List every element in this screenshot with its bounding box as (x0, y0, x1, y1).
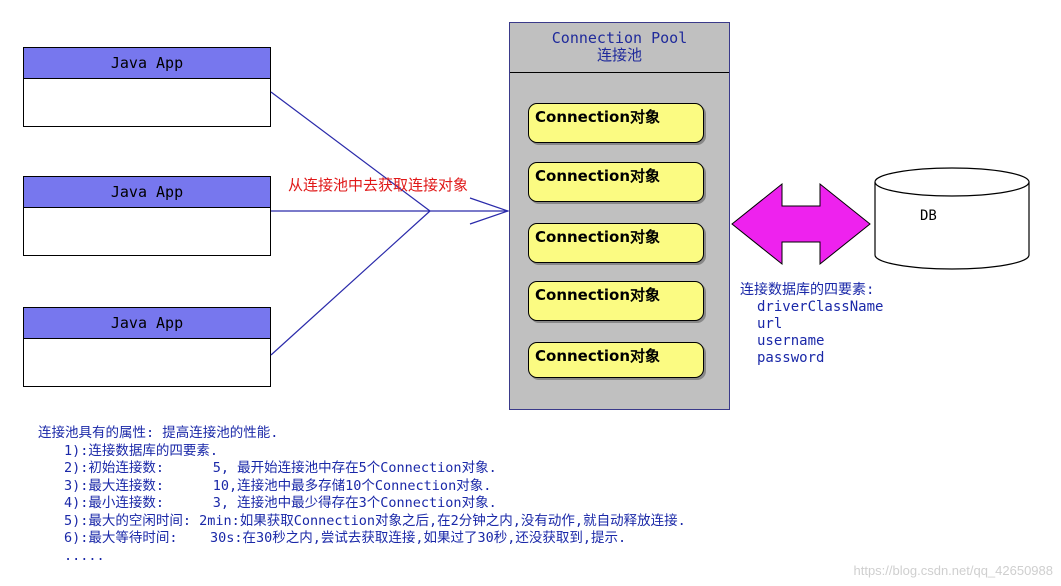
pool-title-cn: 连接池 (596, 46, 642, 64)
property-line: ..... (64, 547, 105, 564)
requirement-item: password (757, 350, 825, 366)
db-cylinder-top (874, 167, 1030, 197)
java-app-box-1: Java App (23, 47, 271, 127)
line-app3 (270, 210, 431, 356)
property-line: 1):连接数据库的四要素. (64, 442, 219, 459)
connection-object: Connection对象 (528, 281, 704, 321)
connection-object: Connection对象 (528, 223, 704, 263)
java-app-label: Java App (24, 308, 270, 339)
watermark: https://blog.csdn.net/qq_42650988 (853, 563, 1054, 578)
properties-title: 连接池具有的属性: 提高连接池的性能. (38, 425, 279, 441)
requirement-item: url (757, 316, 783, 332)
java-app-label: Java App (24, 48, 270, 79)
property-line: 3):最大连接数: 10,连接池中最多存储10个Connection对象. (64, 477, 492, 494)
property-line: 6):最大等待时间: 30s:在30秒之内,尝试去获取连接,如果过了30秒,还没… (64, 530, 627, 546)
property-line: 4):最小连接数: 3, 连接池中最少得存在3个Connection对象. (64, 495, 497, 511)
line-app1 (270, 91, 431, 212)
java-app-box-2: Java App (23, 176, 271, 256)
db-requirements: 连接数据库的四要素: driverClassName url username … (740, 282, 883, 367)
pool-header: Connection Pool 连接池 (510, 23, 729, 73)
double-arrow-icon (731, 182, 871, 266)
property-line: 2):初始连接数: 5, 最开始连接池中存在5个Connection对象. (64, 460, 497, 476)
pool-title-en: Connection Pool (551, 29, 688, 47)
property-line: 5):最大的空闲时间: 2min:如果获取Connection对象之后,在2分钟… (64, 512, 686, 529)
arrow-label: 从连接池中去获取连接对象 (288, 176, 469, 194)
connection-object: Connection对象 (528, 103, 704, 143)
requirement-item: driverClassName (757, 299, 884, 315)
java-app-box-3: Java App (23, 307, 271, 387)
connection-object: Connection对象 (528, 342, 704, 378)
connection-pool: Connection Pool 连接池 Connection对象 Connect… (509, 22, 730, 410)
requirement-item: username (757, 333, 825, 349)
java-app-label: Java App (24, 177, 270, 208)
db-label: DB (920, 208, 937, 224)
connection-object: Connection对象 (528, 162, 704, 202)
db-cylinder-body (874, 182, 1030, 270)
requirements-title: 连接数据库的四要素: (740, 282, 875, 298)
pool-properties: 连接池具有的属性: 提高连接池的性能. 1):连接数据库的四要素. 2):初始连… (38, 425, 686, 565)
arrow-head-icon (469, 197, 510, 225)
